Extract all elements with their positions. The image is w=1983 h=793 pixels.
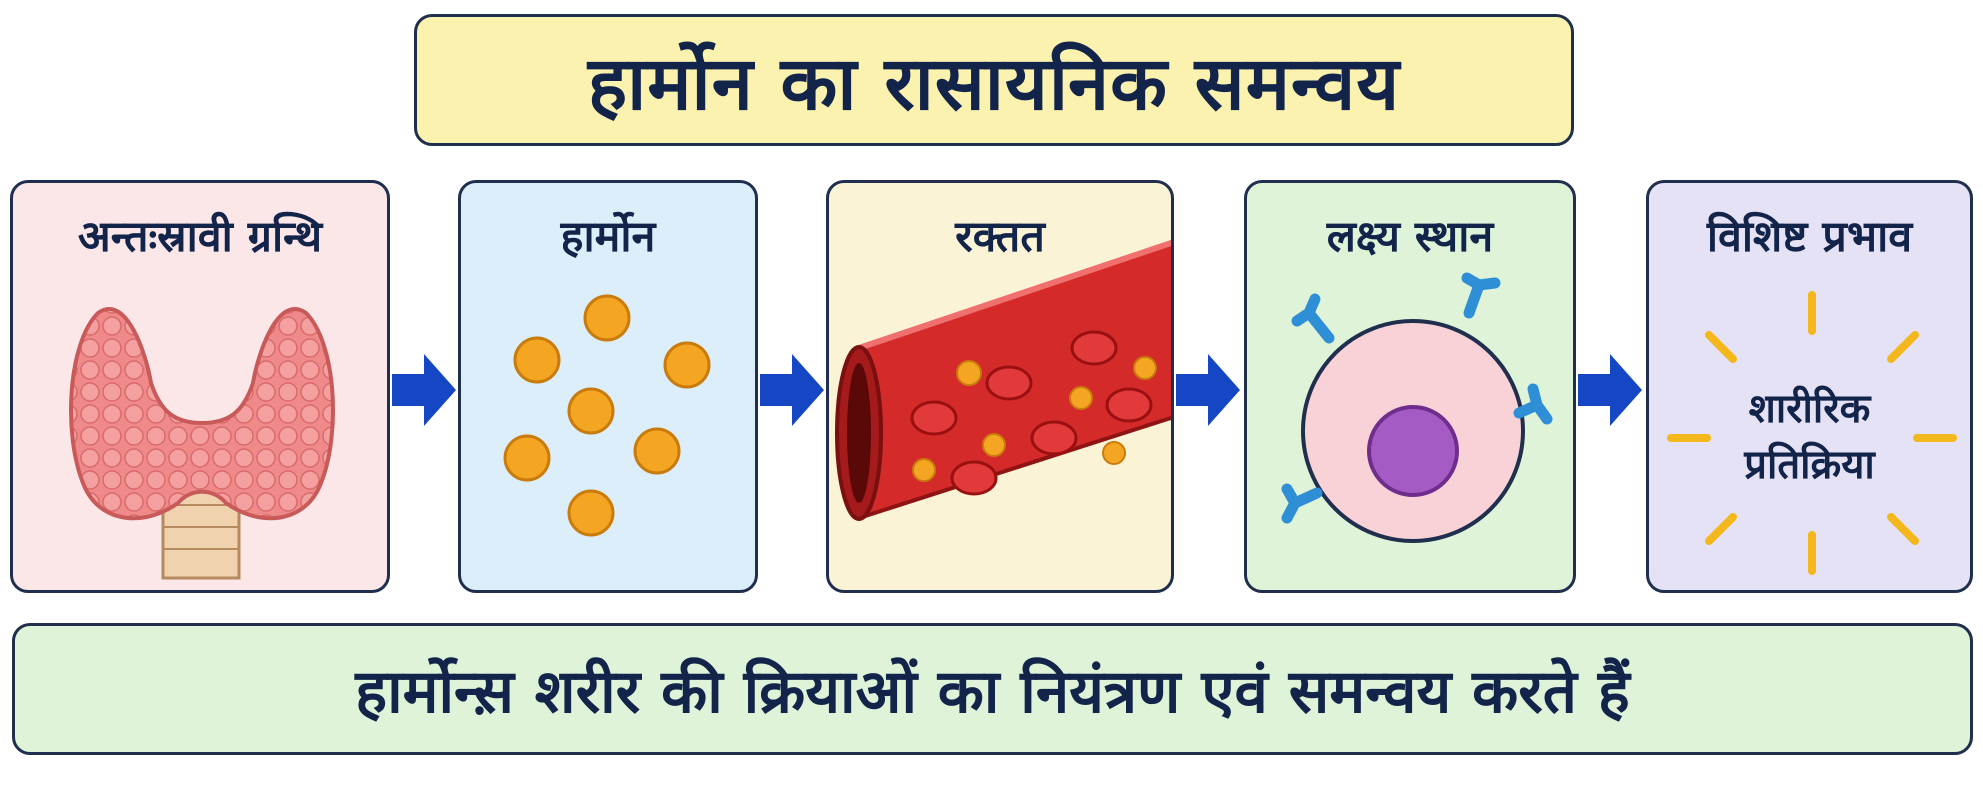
effect-text-line2: प्रतिक्रिया — [1744, 442, 1875, 488]
step-label: हार्मोन — [560, 212, 656, 262]
hormone-molecules-icon — [503, 294, 711, 537]
arrow-right-icon — [1578, 354, 1642, 426]
effect-text-line1: शारीरिक — [1748, 386, 1871, 432]
summary-text: हार्मोन्स़ शरीर की क्रियाओं का नियंत्रण … — [355, 657, 1630, 727]
title-banner: हार्मोन का रासायनिक समन्वय — [414, 14, 1574, 146]
step-panel-effect: विशिष्ट प्रभाव शारीरिक प्रतिक्रिया — [1646, 180, 1973, 593]
blood-vessel-icon — [835, 239, 1171, 521]
sunburst-icon — [1667, 291, 1957, 575]
step-label: लक्ष्य स्थान — [1326, 212, 1494, 262]
step-panel-target: लक्ष्य स्थान — [1244, 180, 1576, 593]
thyroid-gland-icon — [69, 307, 335, 580]
step-panel-blood: रक्तत — [826, 180, 1174, 593]
step-label: विशिष्ट प्रभाव — [1706, 212, 1913, 262]
summary-banner: हार्मोन्स़ शरीर की क्रियाओं का नियंत्रण … — [12, 623, 1973, 755]
step-panel-gland: अन्तःस्रावी ग्रन्थि — [10, 180, 390, 593]
page-title: हार्मोन का रासायनिक समन्वय — [587, 40, 1401, 127]
step-label: अन्तःस्रावी ग्रन्थि — [77, 212, 323, 262]
step-label: रक्तत — [955, 212, 1045, 262]
arrow-right-icon — [760, 354, 824, 426]
arrow-right-icon — [392, 354, 456, 426]
target-cell-icon — [1281, 272, 1553, 543]
arrow-right-icon — [1176, 354, 1240, 426]
step-panel-hormone: हार्मोन — [458, 180, 758, 593]
